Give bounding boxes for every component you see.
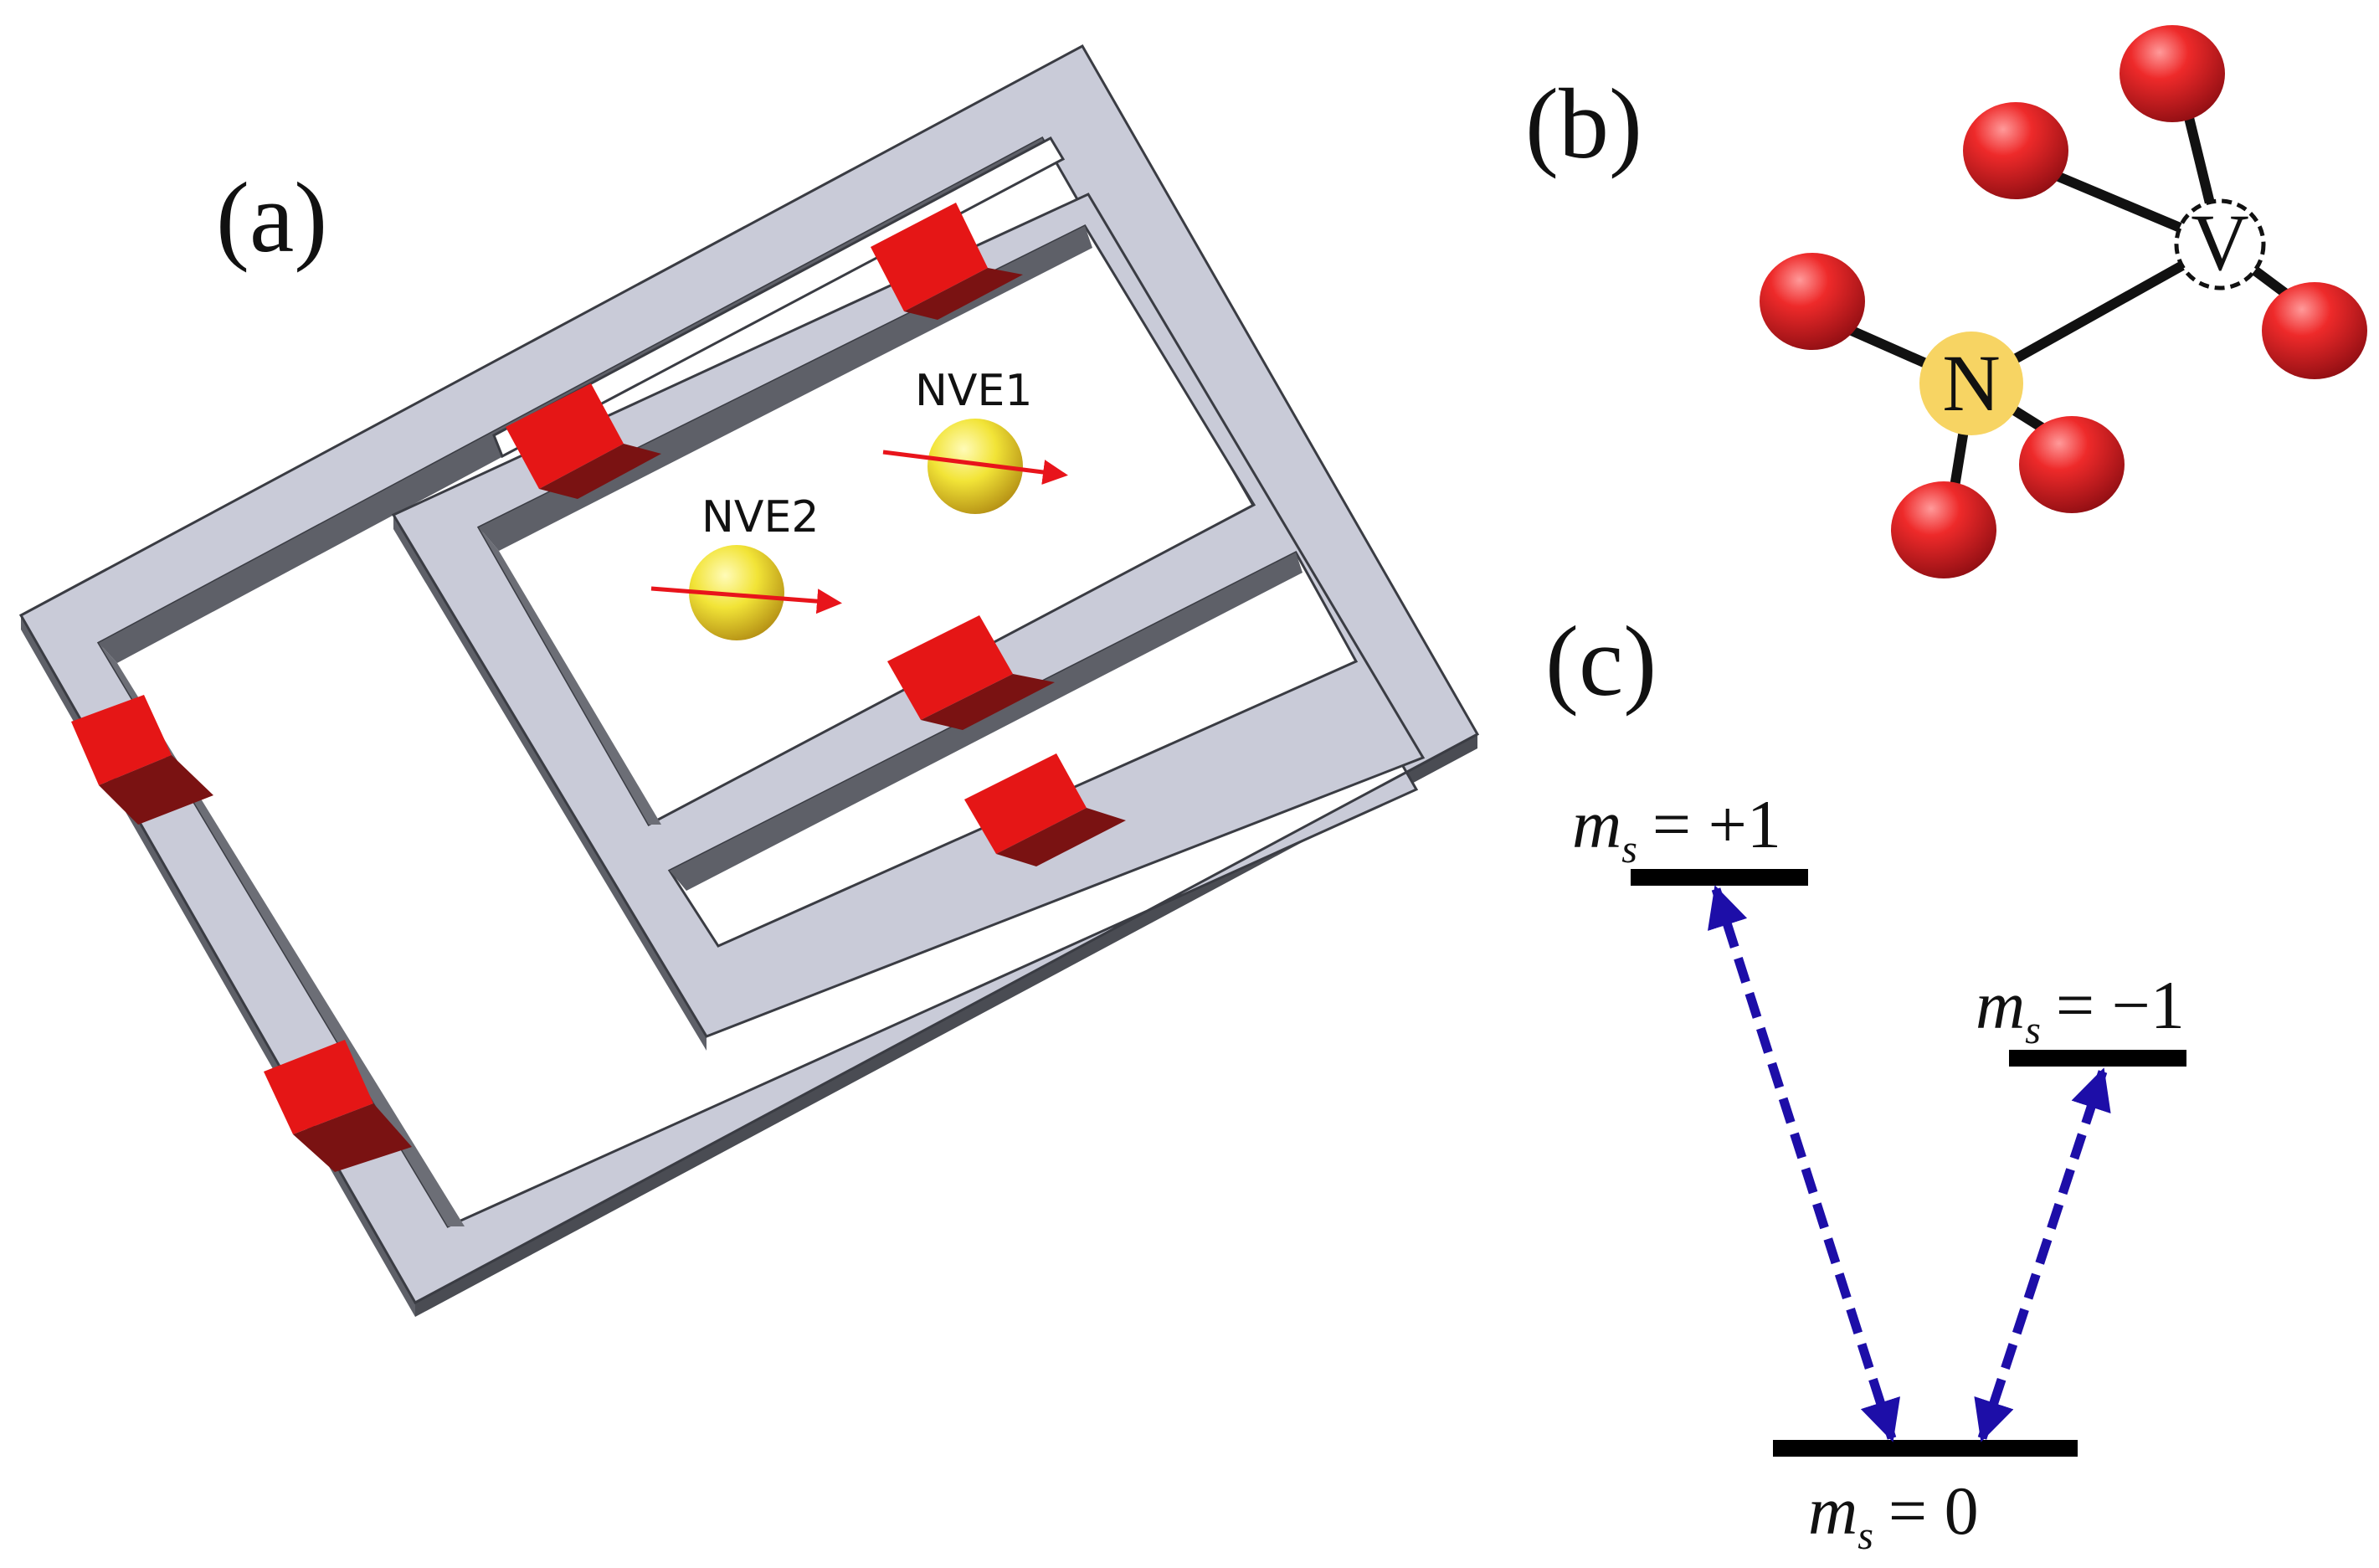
level-label-zero: ms= 0 [1808, 1473, 1979, 1558]
panel-label-c: (c) [1545, 605, 1657, 717]
spin-arrow-icon [882, 450, 1068, 485]
inner-frame-side [393, 515, 707, 1051]
carbon-atom [1891, 481, 1996, 578]
vacancy-site [2174, 198, 2266, 290]
level-label-minus: ms= −1 [1976, 967, 2185, 1052]
spin-sphere-icon [927, 419, 1023, 514]
carbon-atom [2120, 25, 2225, 122]
anchor-block-4 [964, 753, 1126, 866]
carbon-atom [2019, 416, 2125, 513]
top-gap [492, 136, 1066, 459]
transition-arrow-plus-icon [1708, 885, 1900, 1442]
spin-nve1: NVE1 [882, 366, 1068, 514]
anchor-block-3 [887, 615, 1055, 730]
nv-center-diagram: V N [1760, 25, 2367, 578]
carbon-atom [2262, 282, 2367, 379]
nve2-label: NVE2 [701, 492, 819, 542]
nve1-label: NVE1 [915, 366, 1032, 416]
carbon-atom [1760, 253, 1865, 350]
nitrogen-label: N [1942, 338, 2000, 428]
carbon-atom [1963, 102, 2068, 199]
anchor-block-2 [506, 383, 661, 499]
spin-nve2: NVE2 [650, 492, 842, 640]
anchor-block-1 [871, 203, 1023, 320]
inner-window-shadow-left [479, 527, 661, 825]
resonator-frame [18, 44, 1480, 1317]
panel-label-b: (b) [1525, 68, 1642, 179]
level-label-plus: ms= +1 [1572, 786, 1781, 871]
nitrogen-atom [1919, 332, 2023, 435]
transition-arrow-minus-icon [1974, 1067, 2111, 1442]
anchor-block-5 [71, 695, 213, 825]
vacancy-label: V [2191, 198, 2248, 287]
inner-frame-top [391, 193, 1426, 1038]
spin-sphere-icon [689, 545, 784, 640]
panel-label-a: (a) [216, 162, 327, 273]
lower-slot-shadow [670, 553, 1303, 891]
spin-arrow-icon [650, 586, 842, 614]
anchor-block-6 [264, 1040, 412, 1172]
energy-level-diagram: ms= +1 ms= −1 ms= 0 [1572, 786, 2186, 1558]
